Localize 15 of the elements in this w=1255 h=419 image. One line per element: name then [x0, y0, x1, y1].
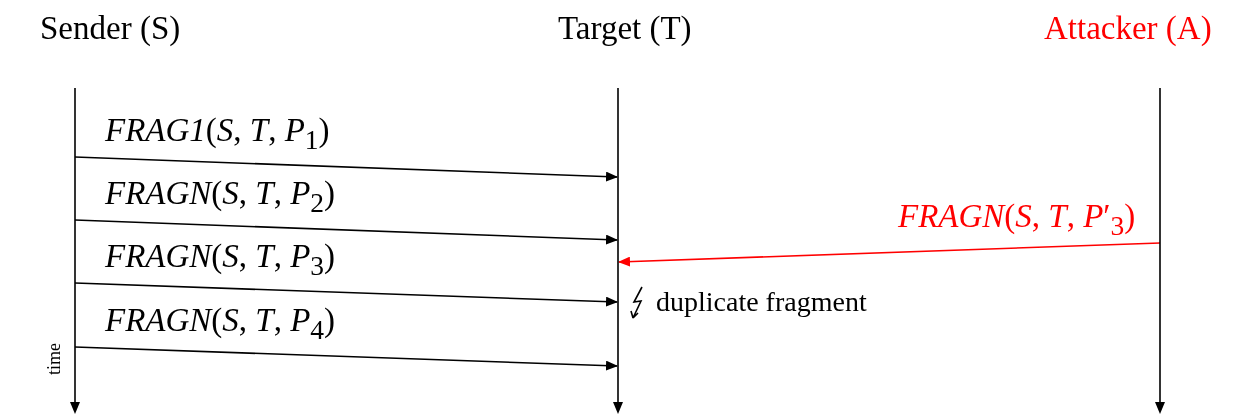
annotation-text: duplicate fragment: [656, 288, 867, 316]
participant-label: Target (T): [558, 12, 692, 45]
message-arrow: [618, 242, 1161, 267]
participant-label: Attacker (A): [1044, 12, 1212, 45]
edge-label: FRAGN(S, T, P$_{4}$): [105, 304, 336, 344]
participant-label: Sender (S): [40, 12, 181, 45]
edge-label: FRAGN(S, T, P′$_{3}$): [898, 200, 1136, 240]
axis-label: time: [45, 343, 63, 375]
edge-label: FRAGN(S, T, P$_{3}$): [105, 240, 336, 280]
edge-label: FRAGN(S, T, P$_{2}$): [105, 177, 336, 217]
message-arrow: [74, 156, 618, 182]
message-arrow: [74, 219, 618, 245]
edge-label: FRAG1(S, T, P$_{1}$): [105, 114, 330, 154]
message-arrow: [74, 282, 618, 307]
message-arrow: [74, 346, 618, 371]
